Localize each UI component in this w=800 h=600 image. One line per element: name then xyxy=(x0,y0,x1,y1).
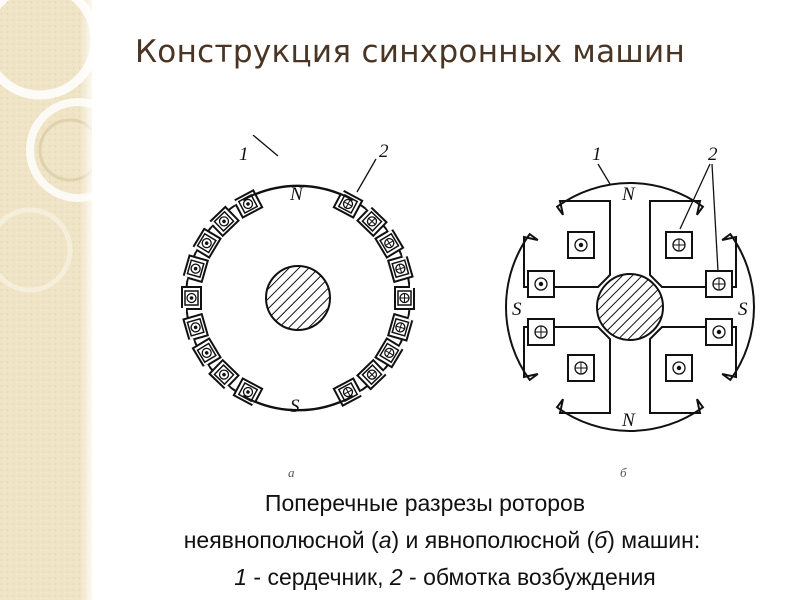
caption-text: - сердечник, xyxy=(247,564,390,590)
rotor-a-slot xyxy=(205,205,240,238)
caption-line-1: Поперечные разрезы роторов xyxy=(264,490,586,516)
rotor-a-shaft xyxy=(265,265,331,331)
winding-dot-icon xyxy=(242,198,254,210)
rotor-a-slot xyxy=(182,312,210,344)
rotor-a-slot xyxy=(208,358,240,393)
rotor-a-slot xyxy=(180,254,210,284)
rotor-a-slot xyxy=(386,252,414,284)
winding-dot-icon xyxy=(672,361,686,375)
rotor-a-slot xyxy=(180,286,202,312)
caption-ref-b: б xyxy=(594,527,608,553)
figure-a-nonsalient-rotor xyxy=(180,135,416,412)
winding-dot-icon xyxy=(218,369,230,380)
rotor-a-slots xyxy=(180,187,416,409)
winding-dot-icon xyxy=(186,292,197,304)
rotor-a-slot xyxy=(394,284,416,310)
caption-text: неявнополюсной ( xyxy=(183,527,379,553)
figure-b-salient-rotor xyxy=(505,163,755,432)
leader-b-core xyxy=(597,163,611,185)
winding-cross-icon xyxy=(366,216,378,227)
winding-dot-icon xyxy=(712,325,726,339)
rotor-b-coil xyxy=(705,270,733,298)
winding-cross-icon xyxy=(342,386,354,398)
winding-dot-icon xyxy=(190,322,201,333)
caption-line-2: неявнополюсной (а) и явнополюсной (б) ма… xyxy=(84,527,800,554)
rotor-b-shaft xyxy=(596,273,664,341)
rotor-a-slot xyxy=(356,358,391,391)
rotor-a-slot xyxy=(386,312,416,342)
winding-cross-icon xyxy=(384,237,395,249)
decor-ring-middle xyxy=(26,98,92,202)
winding-cross-icon xyxy=(395,322,406,333)
winding-cross-icon xyxy=(366,369,378,380)
rotor-b-coil xyxy=(567,231,595,259)
figure-a-sublabel: а xyxy=(288,465,295,480)
rotor-a-slot xyxy=(232,377,264,409)
figure-b-pole-left: S xyxy=(512,299,522,320)
leader-b-winding xyxy=(679,163,711,230)
rotor-a-pole-s-arc xyxy=(242,395,354,412)
rotor-b-coil xyxy=(705,318,733,346)
rotor-b-coil xyxy=(567,354,595,382)
leader-a-winding xyxy=(356,158,377,193)
winding-cross-icon xyxy=(395,263,406,274)
figure-b-pole-right: S xyxy=(738,299,748,320)
winding-dot-icon xyxy=(201,237,212,249)
rotor-a-slot xyxy=(332,187,364,219)
winding-cross-icon xyxy=(384,347,395,359)
winding-dot-icon xyxy=(242,386,254,398)
figure-b-label-winding: 2 xyxy=(708,144,718,165)
figure-b-pole-bottom: N xyxy=(621,410,636,431)
decor-ring-lower xyxy=(0,207,73,293)
winding-dot-icon xyxy=(574,238,588,252)
figure-a-label-core: 1 xyxy=(239,144,249,165)
winding-dot-icon xyxy=(190,263,201,274)
rotor-a-slot xyxy=(189,227,222,259)
slide-title: Конструкция синхронных машин xyxy=(135,34,686,70)
winding-dot-icon xyxy=(218,216,230,227)
figure-a-pole-top: N xyxy=(289,184,304,205)
caption-ref-a: а xyxy=(378,527,392,553)
rotor-a-slot xyxy=(356,203,388,238)
decor-ring-top xyxy=(0,0,92,100)
winding-cross-icon xyxy=(342,198,354,210)
caption-num-1: 1 xyxy=(234,564,248,590)
decor-ring-small xyxy=(38,118,92,182)
rotor-a-slot xyxy=(374,225,405,259)
figure-b-pole-top: N xyxy=(621,184,636,205)
caption-text: ) машин: xyxy=(607,527,701,553)
winding-dot-icon xyxy=(534,277,548,291)
figure-b-label-core: 1 xyxy=(592,144,602,165)
rotor-a-slot xyxy=(374,337,407,369)
rotor-b-coil xyxy=(665,354,693,382)
rotor-b-coil xyxy=(527,270,555,298)
winding-dot-icon xyxy=(201,347,212,359)
rotor-b-coil xyxy=(665,231,693,259)
figure-a-label-winding: 2 xyxy=(379,141,389,162)
leader-a-core xyxy=(252,135,279,157)
caption-num-2: 2 xyxy=(389,564,403,590)
leader-b-winding xyxy=(711,163,719,272)
caption-text: ) и явнополюсной ( xyxy=(391,527,595,553)
rotor-b-coil xyxy=(527,318,555,346)
caption-text: - обмотка возбуждения xyxy=(402,564,656,590)
caption-line-3: 1 - сердечник, 2 - обмотка возбуждения xyxy=(95,564,795,591)
rotor-a-slot xyxy=(191,337,222,371)
figure-b-sublabel: б xyxy=(620,465,627,480)
rotor-a-pole-n-arc xyxy=(242,184,354,201)
figure-a-pole-bottom: S xyxy=(290,396,300,417)
rotor-diagrams: 1 2 N S 1 2 N N S S а б xyxy=(180,135,755,480)
winding-cross-icon xyxy=(399,292,410,304)
